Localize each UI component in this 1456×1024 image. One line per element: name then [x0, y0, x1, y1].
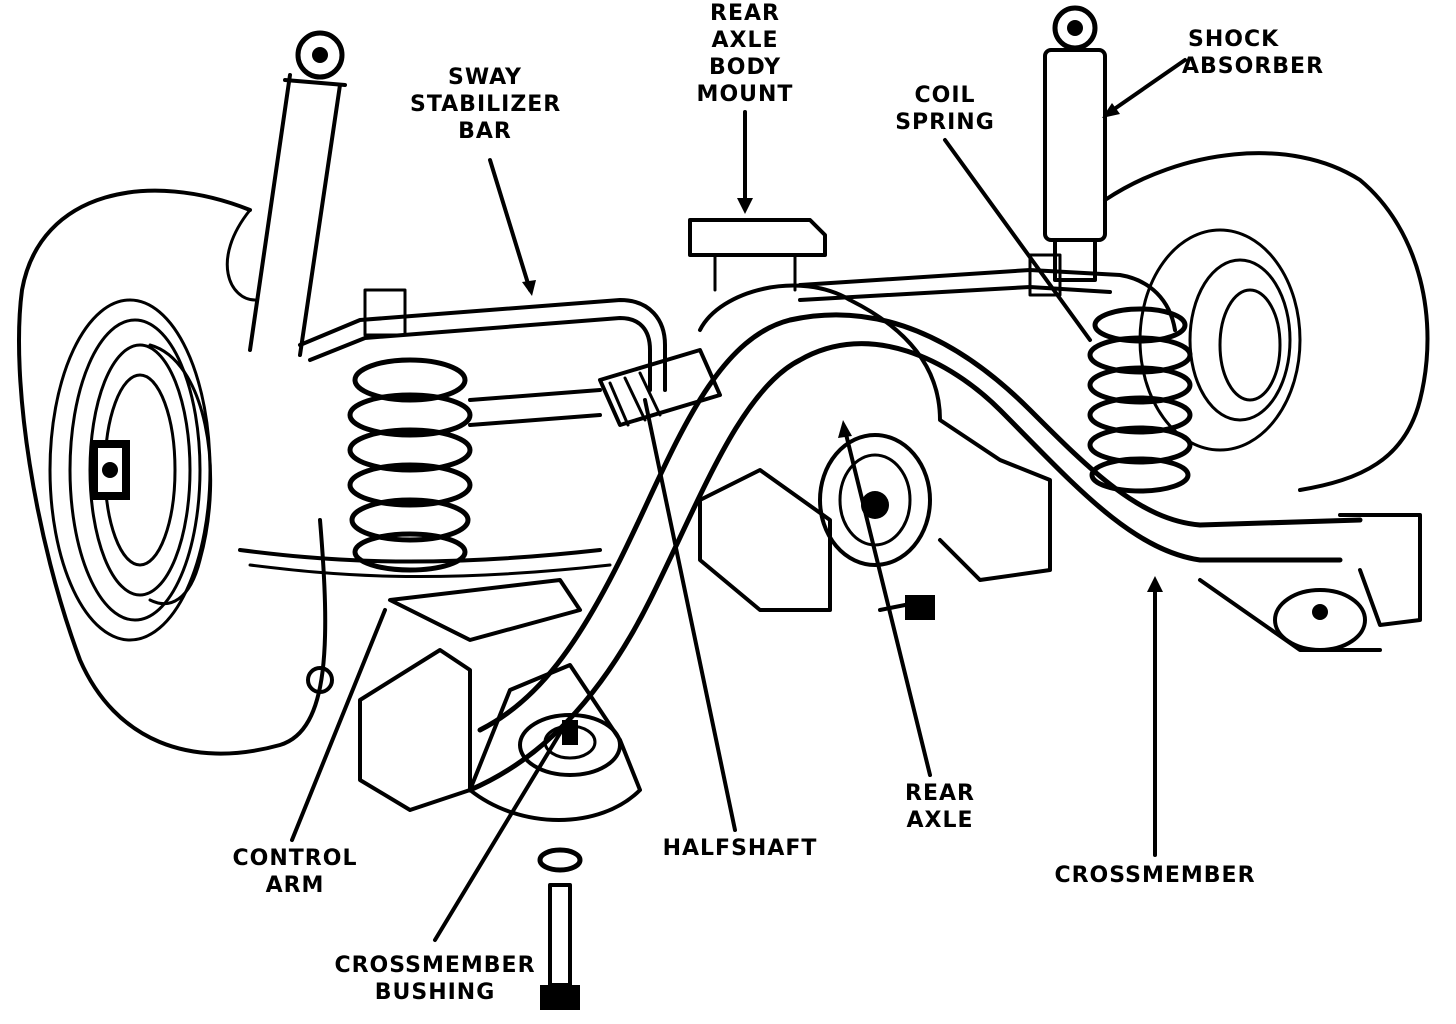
left-wheel: [17, 188, 328, 756]
right-shock-absorber: [1043, 5, 1107, 282]
pointer-lines: [290, 58, 1187, 942]
label-line: CROSSMEMBER: [334, 953, 536, 978]
control-arm: [238, 548, 612, 812]
label-coil-spring: COIL SPRING: [890, 82, 1000, 136]
label-line: SWAY: [448, 65, 522, 90]
label-crossmember: CROSSMEMBER: [1045, 862, 1265, 889]
label-line: CROSSMEMBER: [1054, 863, 1256, 888]
label-line: BODY: [708, 55, 782, 80]
label-rear-axle: REAR AXLE: [885, 780, 995, 834]
label-crossmember-bushing: CROSSMEMBER BUSHING: [320, 952, 550, 1006]
label-rear-axle-body-mount: REAR AXLE BODY MOUNT: [690, 0, 800, 108]
label-line: SHOCK: [1188, 27, 1280, 52]
label-control-arm: CONTROL ARM: [225, 845, 365, 899]
label-shock-absorber: SHOCK ABSORBER: [1182, 26, 1332, 80]
label-line: MOUNT: [696, 82, 794, 107]
crossmember: [467, 312, 1422, 793]
label-sway-stabilizer-bar: SWAY STABILIZER BAR: [410, 64, 560, 145]
right-coil-spring: [1087, 306, 1193, 494]
label-halfshaft: HALFSHAFT: [655, 835, 825, 862]
label-line: CONTROL: [232, 846, 358, 871]
label-line: BUSHING: [374, 980, 496, 1005]
left-shock-absorber: [248, 30, 347, 357]
left-halfshaft: [468, 348, 722, 427]
label-line: ABSORBER: [1182, 54, 1325, 79]
label-line: ARM: [265, 873, 325, 898]
label-line: HALFSHAFT: [662, 836, 818, 861]
label-line: COIL: [914, 83, 976, 108]
body-mount: [688, 218, 827, 292]
sway-stabilizer-bar: [298, 253, 1177, 392]
left-coil-spring: [347, 357, 473, 573]
label-line: SPRING: [895, 110, 995, 135]
label-line: AXLE: [711, 28, 779, 53]
differential: [698, 283, 1052, 620]
label-line: STABILIZER: [410, 92, 562, 117]
label-line: BAR: [458, 119, 512, 144]
label-line: REAR: [905, 781, 975, 806]
crossmember-bushing: [468, 663, 642, 1010]
label-line: AXLE: [906, 808, 974, 833]
label-line: REAR: [710, 1, 780, 26]
right-wheel: [1103, 151, 1430, 492]
